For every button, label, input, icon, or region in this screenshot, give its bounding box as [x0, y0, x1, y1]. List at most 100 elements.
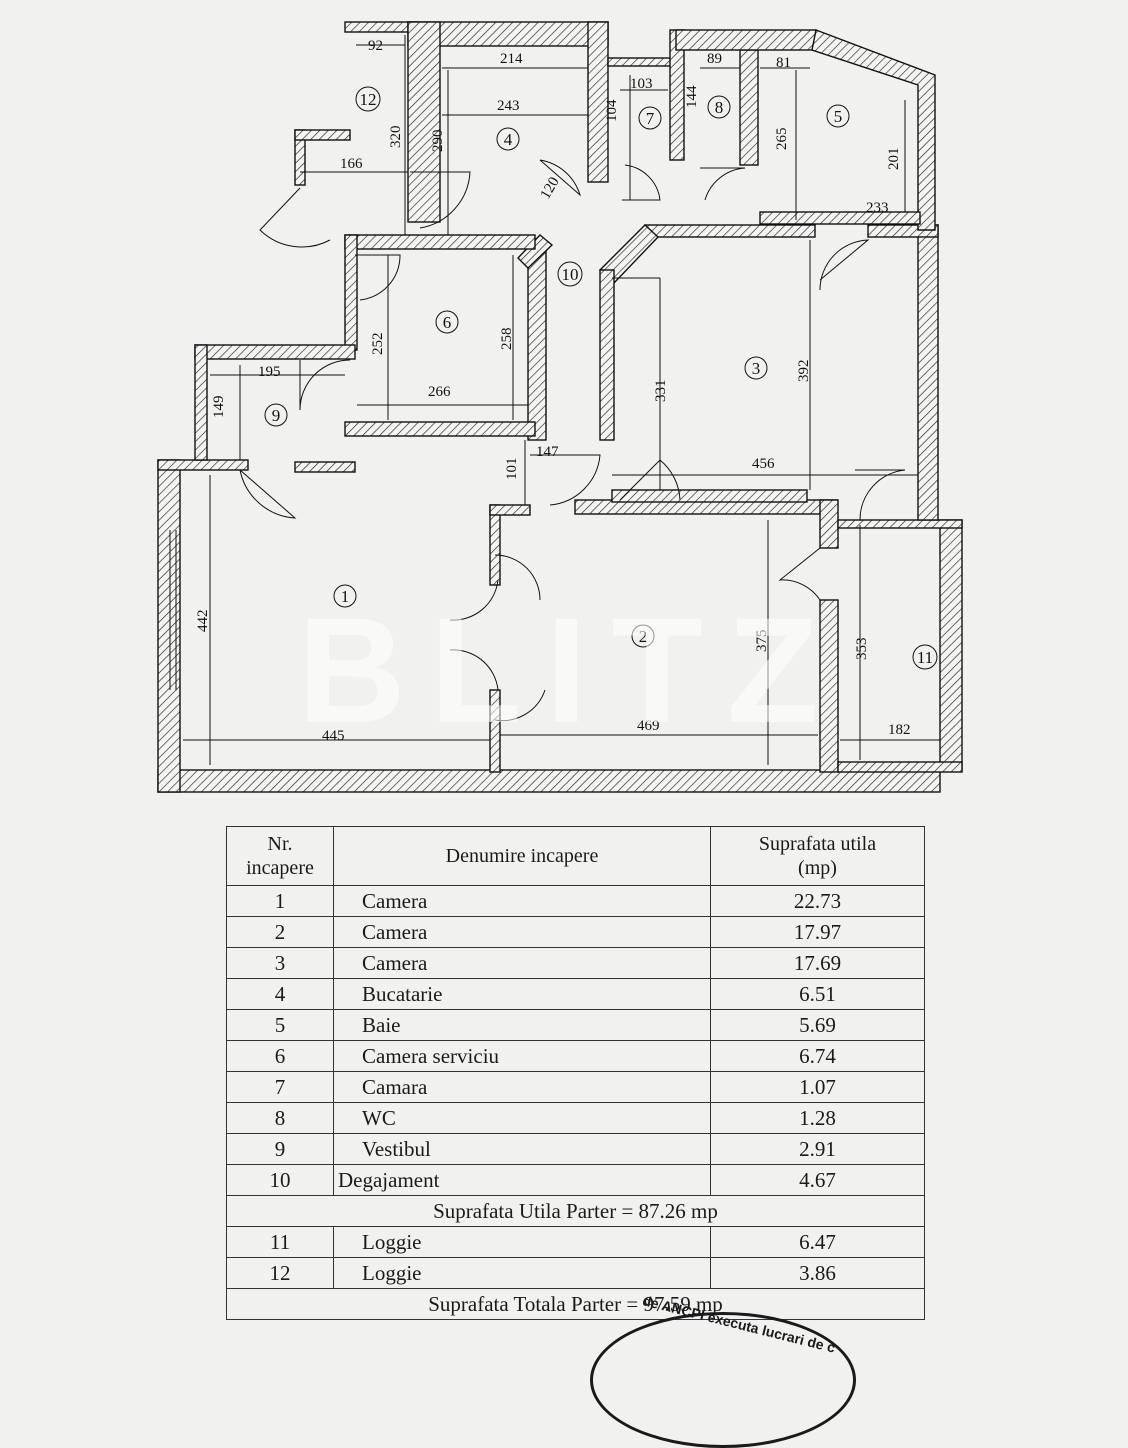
dim-label: 120 — [538, 175, 563, 202]
room-number-7: 7 — [646, 109, 655, 128]
dim-label: 375 — [754, 630, 770, 653]
row-name: WC — [333, 1102, 711, 1134]
dim-label: 392 — [796, 360, 812, 383]
header-nr-line2: incapere — [246, 857, 314, 879]
dim-label: 469 — [637, 718, 660, 734]
row-nr: 7 — [226, 1071, 334, 1103]
row-area: 17.97 — [710, 916, 925, 948]
row-nr: 4 — [226, 978, 334, 1010]
row-name: Bucatarie — [333, 978, 711, 1010]
doors — [239, 159, 906, 722]
header-area-line2: (mp) — [798, 857, 837, 879]
row-name: Baie — [333, 1009, 711, 1041]
dim-label: 147 — [536, 444, 559, 460]
row-area: 4.67 — [710, 1164, 925, 1196]
dim-label: 266 — [428, 384, 451, 400]
dim-label: 243 — [497, 98, 520, 114]
row-area: 2.91 — [710, 1133, 925, 1165]
room-number-5: 5 — [834, 107, 843, 126]
row-nr: 12 — [226, 1257, 334, 1289]
dim-label: 331 — [653, 380, 669, 403]
dim-label: 81 — [776, 55, 791, 71]
row-area: 6.74 — [710, 1040, 925, 1072]
row-nr: 2 — [226, 916, 334, 948]
table-header-row: Nr. incapere Denumire incapere Suprafata… — [226, 826, 925, 886]
room-number-9: 9 — [272, 406, 281, 425]
dim-label: 233 — [866, 200, 889, 216]
room-area-table: Nr. incapere Denumire incapere Suprafata… — [226, 826, 925, 1320]
room-markers — [264, 86, 938, 670]
dim-label: 144 — [684, 85, 700, 108]
dim-label: 104 — [604, 99, 620, 122]
row-nr: 3 — [226, 947, 334, 979]
room-number-8: 8 — [715, 98, 724, 117]
dim-label: 103 — [630, 76, 653, 92]
row-area: 22.73 — [710, 885, 925, 917]
row-name: Loggie — [333, 1257, 711, 1289]
row-nr: 10 — [226, 1164, 334, 1196]
dim-label: 290 — [430, 130, 446, 153]
room-number-12: 12 — [360, 90, 377, 109]
header-nr: Nr. incapere — [226, 826, 334, 886]
row-name: Camera — [333, 885, 711, 917]
room-number-10: 10 — [562, 265, 579, 284]
total-text: Suprafata Totala Parter = 97.59 mp — [226, 1288, 925, 1320]
dimension-labels: 92 214 243 320 290 166 120 103 104 89 14… — [195, 38, 911, 744]
row-area: 6.47 — [710, 1226, 925, 1258]
room-number-6: 6 — [443, 313, 452, 332]
header-area: Suprafata utila (mp) — [710, 826, 925, 886]
room-number-2: 2 — [639, 627, 648, 646]
row-nr: 1 — [226, 885, 334, 917]
header-nr-line1: Nr. — [267, 833, 293, 855]
row-nr: 6 — [226, 1040, 334, 1072]
row-name: Camera — [333, 916, 711, 948]
dim-label: 456 — [752, 456, 775, 472]
row-nr: 8 — [226, 1102, 334, 1134]
room-number-3: 3 — [752, 359, 761, 378]
subtotal-row: Suprafata Utila Parter = 87.26 mp — [226, 1195, 925, 1227]
row-name: Degajament — [333, 1164, 711, 1196]
dim-label: 195 — [258, 364, 281, 380]
row-name: Camera — [333, 947, 711, 979]
dimension-lines — [169, 35, 940, 765]
row-area: 1.28 — [710, 1102, 925, 1134]
dim-label: 182 — [888, 722, 911, 738]
dim-label: 201 — [886, 148, 902, 171]
row-nr: 5 — [226, 1009, 334, 1041]
dim-label: 92 — [368, 38, 383, 54]
row-area: 6.51 — [710, 978, 925, 1010]
row-nr: 9 — [226, 1133, 334, 1165]
dim-label: 258 — [499, 328, 515, 351]
official-stamp — [590, 1312, 856, 1448]
row-name: Camera serviciu — [333, 1040, 711, 1072]
dim-label: 353 — [854, 638, 870, 661]
row-nr: 11 — [226, 1226, 334, 1258]
dim-label: 149 — [211, 396, 227, 419]
room-number-11: 11 — [917, 648, 933, 667]
dim-label: 265 — [774, 128, 790, 151]
row-area: 5.69 — [710, 1009, 925, 1041]
room-number-4: 4 — [504, 130, 513, 149]
dim-label: 89 — [707, 51, 722, 67]
subtotal-text: Suprafata Utila Parter = 87.26 mp — [226, 1195, 925, 1227]
room-number-1: 1 — [341, 587, 350, 606]
dim-label: 445 — [322, 728, 345, 744]
walls — [157, 21, 963, 793]
header-area-line1: Suprafata utila — [758, 833, 877, 855]
row-area: 17.69 — [710, 947, 925, 979]
row-name: Vestibul — [333, 1133, 711, 1165]
dim-label: 101 — [504, 458, 520, 481]
room-number-labels: 1 2 3 4 5 6 7 8 9 10 11 12 — [272, 90, 933, 667]
